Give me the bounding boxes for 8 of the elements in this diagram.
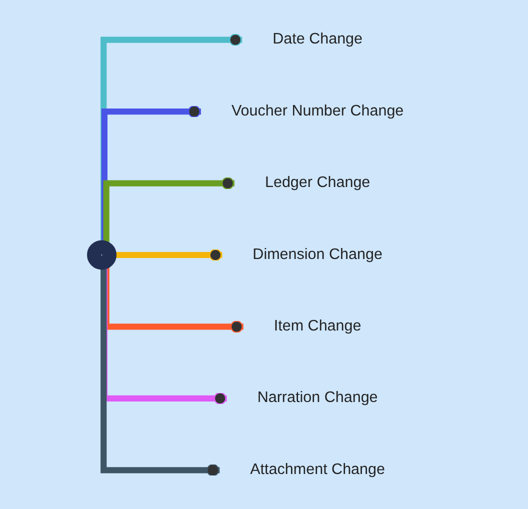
node-text: Item Change <box>274 316 362 334</box>
node-text: Date Change <box>272 30 362 48</box>
node-text: Ledger Change <box>264 173 370 191</box>
node-text: Narration Change <box>257 388 378 406</box>
node-text: Attachment Change <box>250 460 385 478</box>
node-circle <box>86 240 116 270</box>
node-text: Voucher Number Change <box>231 102 404 119</box>
node-text: Dimension Change <box>252 245 382 262</box>
